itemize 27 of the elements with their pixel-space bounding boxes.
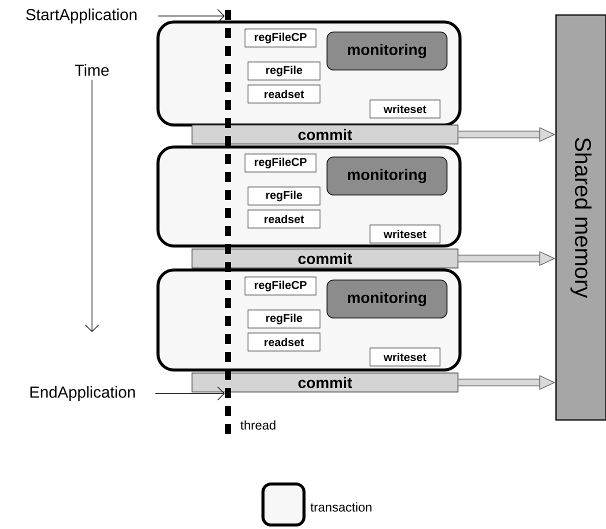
monitoring-box: monitoring <box>326 32 448 70</box>
register-box: regFileCP <box>244 276 316 296</box>
legend-label: transaction <box>310 502 372 512</box>
register-box: regFile <box>248 62 320 80</box>
arrow <box>154 386 225 400</box>
register-box: regFileCP <box>244 154 316 172</box>
register-box: regFileCP <box>244 28 316 48</box>
register-box: regFile <box>248 310 320 328</box>
commit-bar: commit <box>192 124 458 144</box>
arrow <box>158 9 225 23</box>
register-box: readset <box>248 332 320 352</box>
monitoring-box: monitoring <box>326 280 448 318</box>
commit-bar: commit <box>192 372 458 392</box>
commit-bar: commit <box>192 248 458 268</box>
register-box: writeset <box>370 348 440 366</box>
monitoring-box: monitoring <box>326 156 448 196</box>
register-box: readset <box>248 84 320 104</box>
axis-label: Time <box>74 64 109 76</box>
register-box: readset <box>248 210 320 228</box>
shared-memory-block: Shared memory <box>555 14 606 421</box>
register-box: writeset <box>370 224 440 244</box>
event-label: EndApplication <box>30 386 135 401</box>
event-label: StartApplication <box>26 8 136 24</box>
register-box: writeset <box>370 100 440 118</box>
thread-label: thread <box>240 420 276 430</box>
thread-line <box>225 10 231 437</box>
register-box: regFile <box>248 186 320 206</box>
